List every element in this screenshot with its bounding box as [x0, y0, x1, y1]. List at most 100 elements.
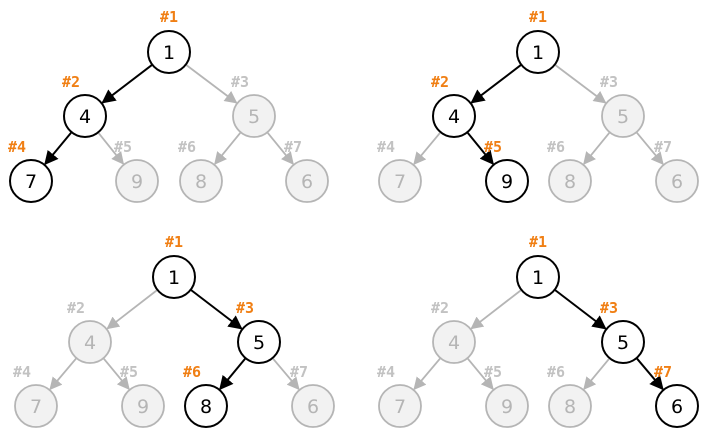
heap-node-circle	[291, 384, 335, 428]
heap-tree-2: 1#14#25#37#49#58#66#7	[377, 8, 699, 203]
heap-node-value: 6	[301, 171, 313, 193]
heap-node-circle	[516, 255, 560, 299]
heap-node-circle	[184, 384, 228, 428]
edge-3-to-6	[219, 357, 247, 391]
heap-node-circle	[68, 320, 112, 364]
heap-node-value: 8	[564, 396, 576, 418]
heap-node-circle	[655, 159, 699, 203]
heap-node-circle	[432, 94, 476, 138]
edge-1-to-3	[554, 63, 607, 104]
heap-index-label: #6	[183, 363, 201, 381]
heap-node-value: 1	[168, 267, 180, 289]
heap-node-value: 1	[532, 42, 544, 64]
heap-index-label: #1	[529, 8, 547, 26]
edge-2-to-5	[466, 131, 494, 166]
heap-node-circle	[601, 94, 645, 138]
heap-index-label: #7	[654, 138, 672, 156]
heap-node-circle	[548, 384, 592, 428]
heap-node-circle	[9, 159, 53, 203]
edge-1-to-3	[185, 63, 238, 104]
edge-3-to-6	[214, 131, 242, 165]
heap-tree-3: 1#14#25#37#49#58#66#7	[13, 233, 335, 428]
heap-node-circle	[63, 94, 107, 138]
heap-node-value: 1	[163, 42, 175, 64]
heap-node-value: 4	[79, 106, 91, 128]
heap-node-value: 8	[195, 171, 207, 193]
heap-node-circle	[115, 159, 159, 203]
edge-2-to-5	[97, 131, 125, 165]
heap-index-label: #5	[114, 138, 132, 156]
heap-index-label: #2	[431, 73, 449, 91]
heap-node-circle	[378, 384, 422, 428]
heap-node-circle	[285, 159, 329, 203]
heap-node-value: 6	[307, 396, 319, 418]
heap-index-label: #3	[600, 299, 618, 317]
edge-2-to-5	[466, 357, 494, 391]
heap-node-circle	[232, 94, 276, 138]
edge-3-to-7	[635, 357, 664, 391]
heap-index-label: #4	[8, 138, 26, 156]
heap-node-circle	[179, 159, 223, 203]
heap-index-label: #5	[484, 138, 502, 156]
edge-2-to-4	[49, 357, 78, 391]
heap-node-circle	[237, 320, 281, 364]
heap-node-value: 6	[671, 396, 683, 418]
heap-node-circle	[601, 320, 645, 364]
heap-node-circle	[14, 384, 58, 428]
heap-node-value: 5	[253, 332, 265, 354]
heap-node-value: 8	[564, 171, 576, 193]
heap-index-label: #1	[165, 233, 183, 251]
heap-index-label: #3	[236, 299, 254, 317]
heap-tree-4: 1#14#25#37#49#58#66#7	[377, 233, 699, 428]
heap-node-circle	[378, 159, 422, 203]
heap-node-value: 5	[617, 106, 629, 128]
heap-index-label: #7	[284, 138, 302, 156]
heap-index-label: #4	[377, 363, 395, 381]
edge-3-to-7	[635, 131, 664, 166]
heap-index-label: #4	[377, 138, 395, 156]
heap-node-value: 4	[448, 106, 460, 128]
heap-node-value: 9	[131, 171, 143, 193]
edge-3-to-7	[271, 357, 300, 391]
edge-1-to-3	[554, 288, 607, 330]
heap-node-value: 9	[137, 396, 149, 418]
heap-index-label: #2	[431, 299, 449, 317]
heap-node-value: 9	[501, 171, 513, 193]
edge-1-to-2	[470, 289, 522, 330]
heap-index-label: #4	[13, 363, 31, 381]
heap-index-label: #6	[547, 363, 565, 381]
edge-1-to-2	[470, 63, 522, 104]
edge-2-to-4	[413, 131, 442, 166]
heap-node-value: 9	[501, 396, 513, 418]
heap-index-label: #5	[120, 363, 138, 381]
heap-index-label: #7	[290, 363, 308, 381]
heap-node-value: 5	[617, 332, 629, 354]
heap-node-value: 5	[248, 106, 260, 128]
edge-3-to-7	[266, 131, 294, 165]
heap-index-label: #6	[178, 138, 196, 156]
edge-1-to-3	[190, 288, 243, 330]
edge-2-to-5	[102, 357, 130, 391]
heap-index-label: #7	[654, 363, 672, 381]
heap-index-label: #1	[160, 8, 178, 26]
edge-2-to-4	[413, 357, 442, 391]
heap-node-circle	[485, 159, 529, 203]
edge-3-to-6	[583, 131, 611, 165]
edge-1-to-2	[101, 63, 153, 104]
heap-node-value: 6	[671, 171, 683, 193]
heap-node-circle	[548, 159, 592, 203]
heap-node-value: 7	[394, 396, 406, 418]
heap-node-value: 7	[30, 396, 42, 418]
heap-index-label: #6	[547, 138, 565, 156]
heap-node-circle	[147, 30, 191, 74]
heap-index-label: #3	[600, 73, 618, 91]
heap-node-value: 1	[532, 267, 544, 289]
heap-node-value: 7	[25, 171, 37, 193]
heap-node-circle	[516, 30, 560, 74]
heap-node-circle	[432, 320, 476, 364]
heap-node-circle	[152, 255, 196, 299]
heap-node-value: 8	[200, 396, 212, 418]
heap-node-circle	[121, 384, 165, 428]
edge-3-to-6	[583, 357, 611, 391]
